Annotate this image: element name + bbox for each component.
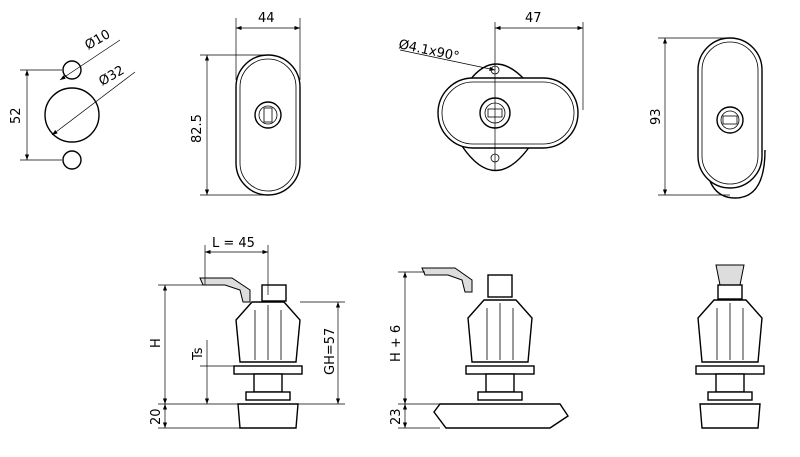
escutcheon-oval — [697, 37, 763, 189]
escutcheon-oval — [437, 77, 579, 149]
side-view-left: L = 45 H 20 Ts GH=57 — [149, 236, 345, 429]
dim-height: H + 6 — [389, 325, 404, 362]
top-lug — [469, 63, 526, 81]
side-view-middle: H + 6 23 — [389, 267, 569, 429]
side-view-right — [695, 264, 765, 429]
dim-height: 93 — [649, 108, 664, 125]
bezel — [699, 403, 761, 429]
dim-width: 44 — [258, 11, 275, 26]
bottom-lug — [461, 145, 531, 171]
cylinder — [716, 106, 744, 134]
small-hole-bottom — [62, 150, 82, 170]
dim-lever-length: L = 45 — [212, 236, 255, 251]
dim-grip-height: GH=57 — [323, 328, 338, 375]
washer — [695, 365, 765, 375]
dim-small-dia: Ø10 — [83, 27, 114, 53]
dim-height: H — [149, 338, 164, 348]
escutcheon-oval — [235, 54, 301, 196]
dim-thickness: Ts — [191, 347, 206, 361]
cam-nut — [487, 274, 513, 298]
cylinder — [254, 101, 282, 129]
dim-base: 20 — [149, 408, 164, 425]
bezel — [433, 403, 569, 429]
oval-horizontal-view: 47 Ø4.1x90° — [397, 11, 584, 171]
lever — [421, 267, 473, 293]
cam-nut — [261, 284, 287, 302]
oval-large-view: 93 — [649, 37, 766, 199]
dim-base: 23 — [389, 408, 404, 425]
dim-height: 82.5 — [190, 114, 205, 143]
washer — [233, 365, 303, 375]
dim-height: 52 — [9, 107, 24, 124]
small-hole-top — [62, 60, 82, 80]
bezel — [237, 403, 299, 429]
dim-large-dia: Ø32 — [97, 63, 128, 89]
washer — [465, 365, 535, 375]
lever — [199, 277, 251, 303]
lever-end — [715, 264, 745, 286]
dim-hole: Ø4.1x90° — [397, 37, 460, 64]
hole-pattern-view: 52 Ø10 Ø32 — [9, 27, 136, 170]
oval-small-view: 44 82.5 — [190, 11, 301, 196]
large-hole — [44, 87, 100, 143]
cam-nut — [717, 284, 743, 300]
dim-offset: 47 — [525, 11, 542, 26]
